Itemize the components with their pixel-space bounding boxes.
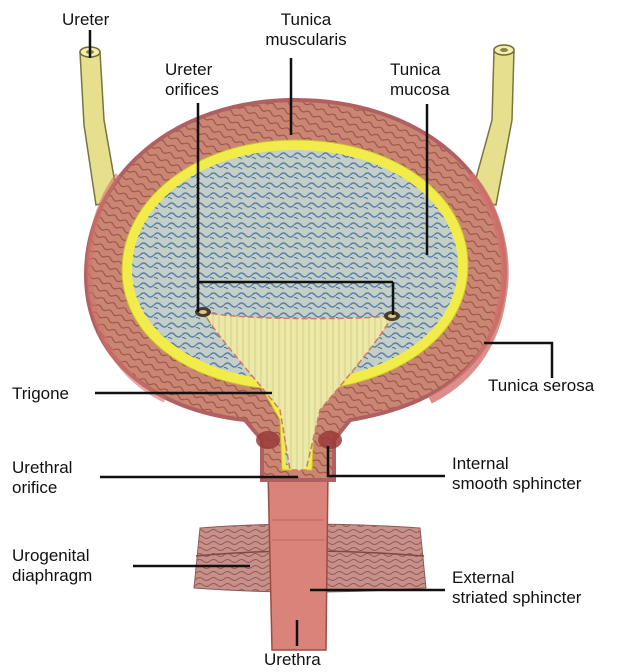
label-tunica-muscularis: Tunica muscularis [246, 10, 366, 50]
leader-internal-sphincter [328, 446, 445, 476]
label-external-striated-sphincter: External striated sphincter [452, 568, 581, 608]
label-internal-smooth-sphincter: Internal smooth sphincter [452, 454, 581, 494]
leader-tunica-serosa [484, 343, 552, 378]
label-urethra: Urethra [264, 650, 321, 670]
label-trigone: Trigone [12, 384, 69, 404]
label-tunica-serosa: Tunica serosa [488, 376, 594, 396]
label-ureter-orifices: Ureter orifices [165, 60, 219, 100]
label-ureter: Ureter [62, 10, 109, 30]
label-tunica-mucosa: Tunica mucosa [390, 60, 450, 100]
label-urethral-orifice: Urethral orifice [12, 458, 72, 498]
label-urogenital-diaphragm: Urogenital diaphragm [12, 546, 92, 586]
